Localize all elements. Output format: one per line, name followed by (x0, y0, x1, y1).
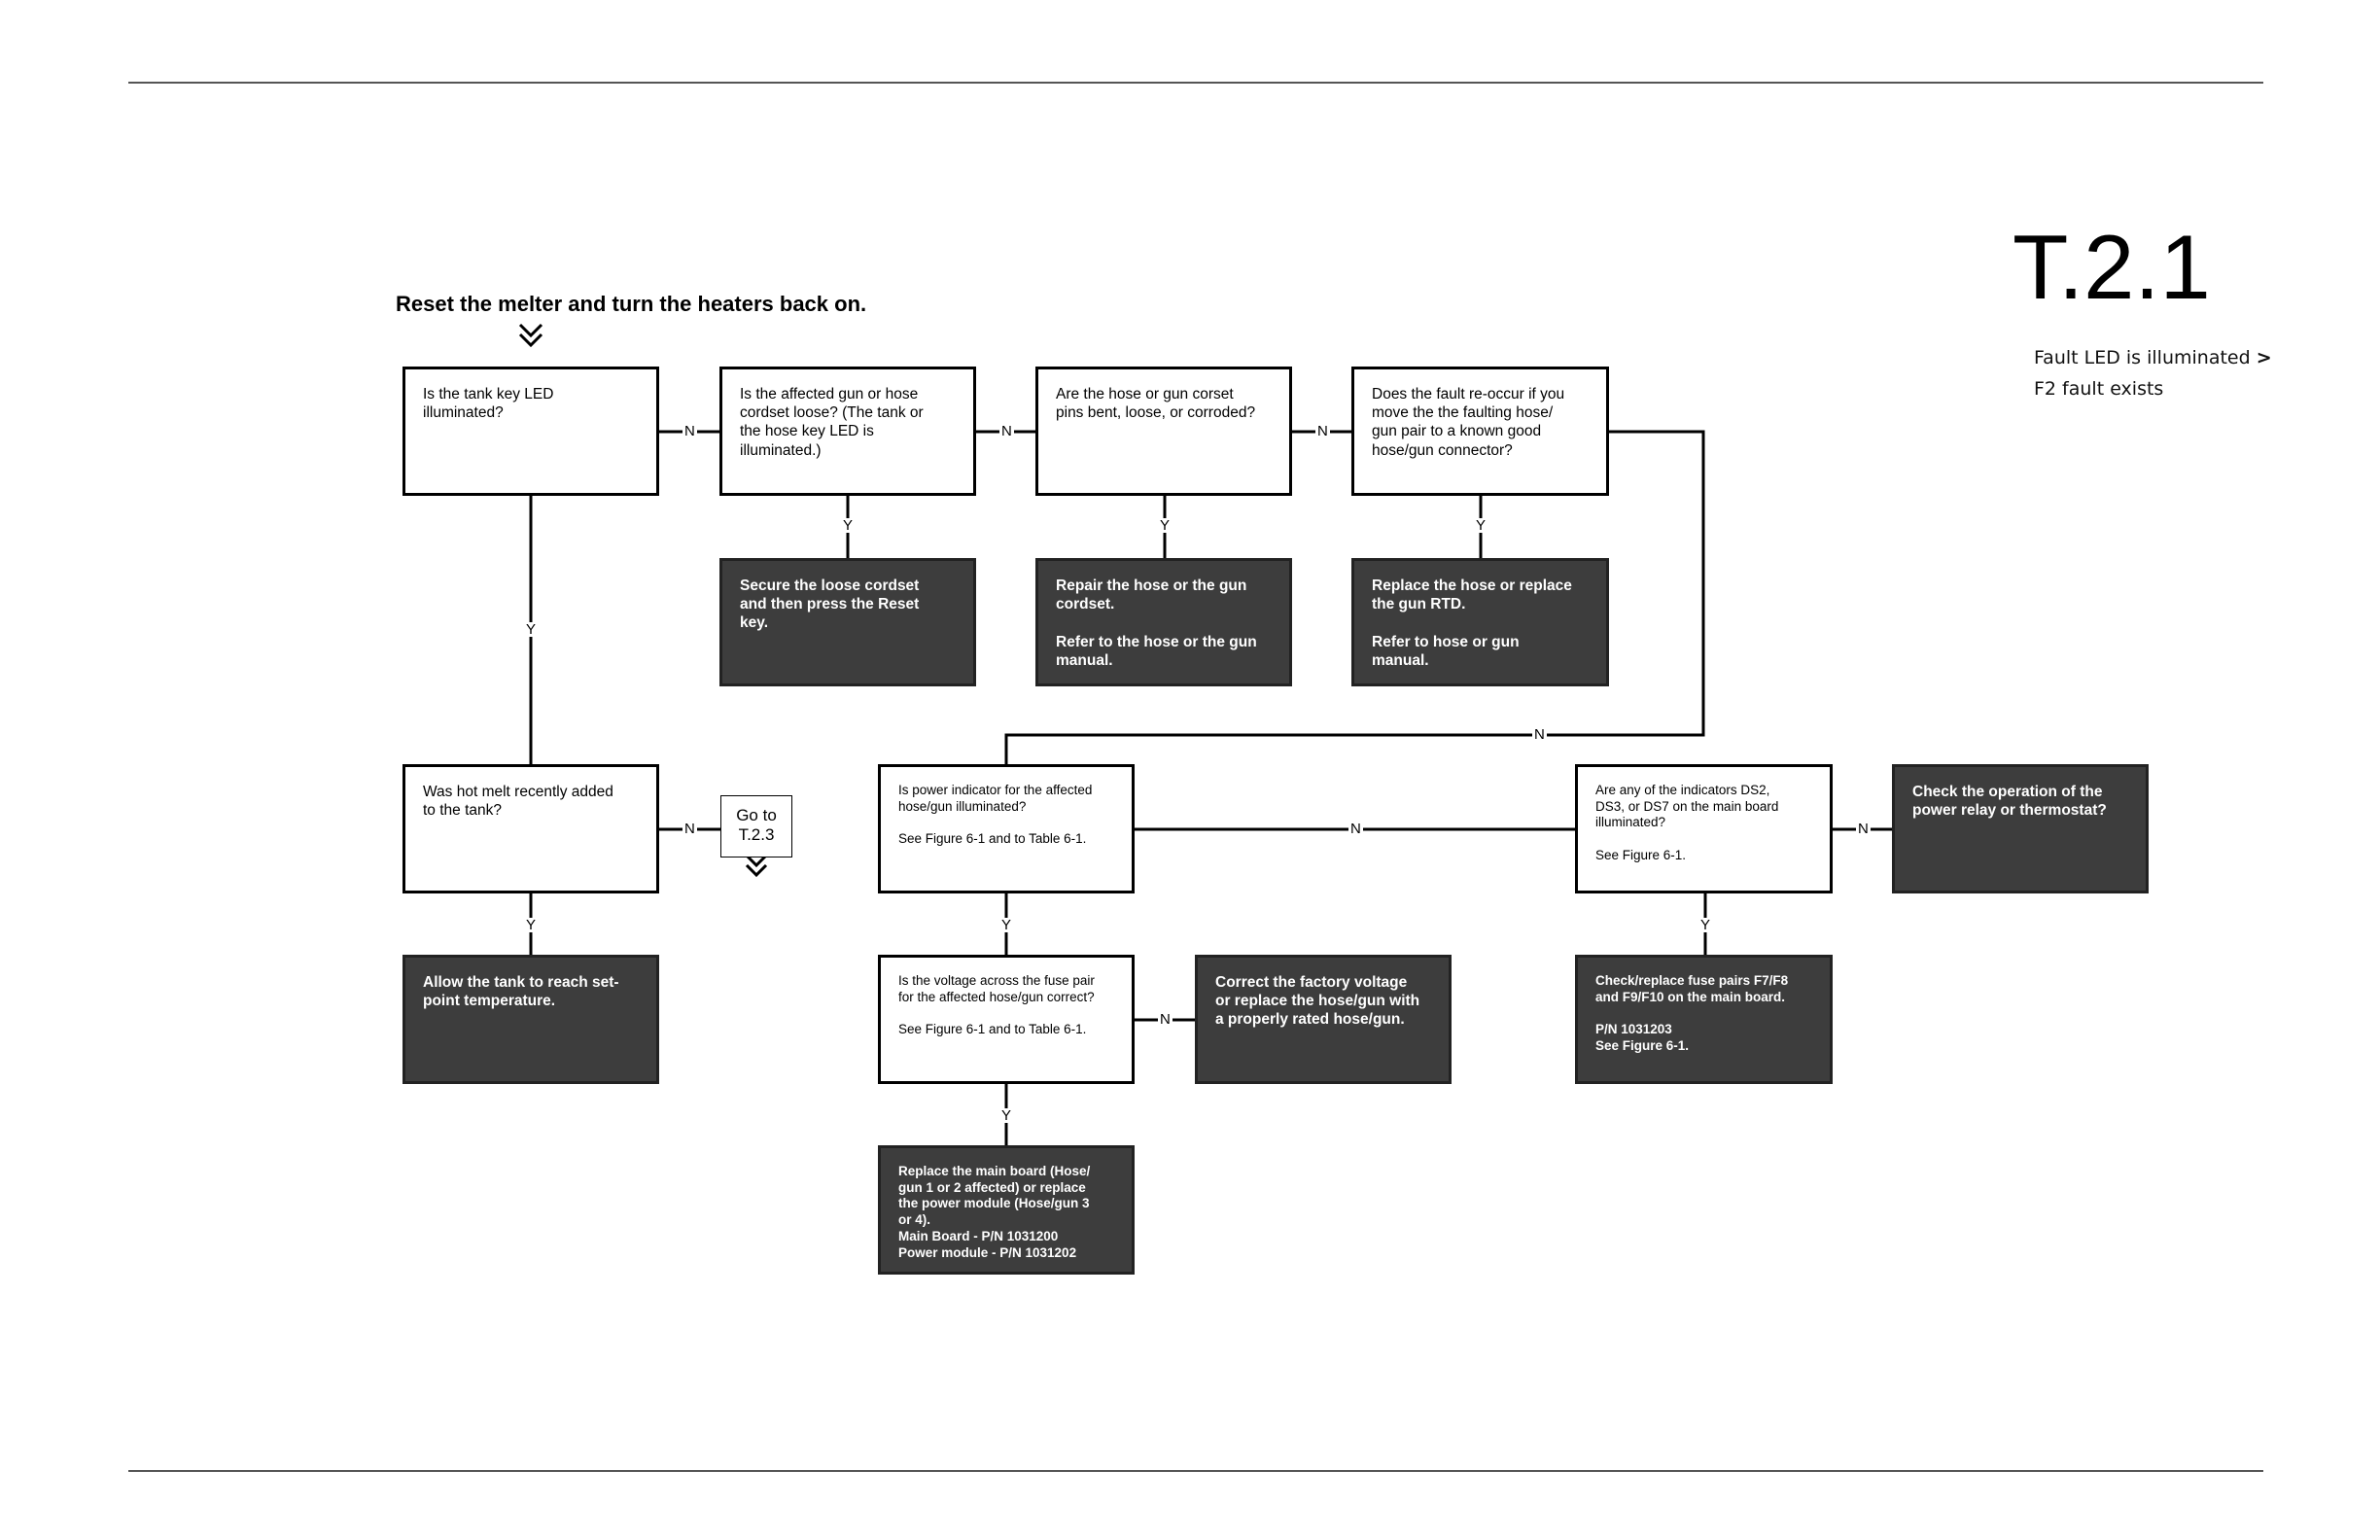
decision-fault-reoccur: Does the fault re-occur if you move the … (1351, 367, 1609, 496)
action-replace-main-board: Replace the main board (Hose/ gun 1 or 2… (878, 1145, 1135, 1275)
label-yes-4: Y (1474, 517, 1488, 534)
label-no-2: N (999, 423, 1014, 439)
decision-pins-bent: Are the hose or gun corset pins bent, lo… (1035, 367, 1292, 496)
label-yes-8: Y (999, 1107, 1014, 1124)
decision-power-indicator: Is power indicator for the affected hose… (878, 764, 1135, 893)
label-yes-5: Y (524, 917, 539, 933)
subtitle-line-1: Fault LED is illuminated (2034, 347, 2251, 368)
bottom-rule (128, 1470, 2263, 1472)
label-no-6: N (1348, 821, 1363, 837)
action-secure-cordset: Secure the loose cordset and then press … (719, 558, 976, 686)
label-no-5: N (682, 821, 697, 837)
label-no-4: N (1532, 726, 1547, 743)
goto-chevron-2 (745, 863, 768, 878)
action-correct-voltage: Correct the factory voltage or replace t… (1195, 955, 1452, 1084)
start-chevron-2 (518, 332, 543, 348)
start-chevron-1 (518, 323, 543, 338)
start-instruction: Reset the melter and turn the heaters ba… (396, 292, 867, 316)
goto-chevron-1 (745, 854, 768, 868)
page-subtitle: Fault LED is illuminated > F2 fault exis… (2034, 342, 2272, 404)
action-check-relay: Check the operation of the power relay o… (1892, 764, 2149, 893)
decision-voltage-fuse: Is the voltage across the fuse pair for … (878, 955, 1135, 1084)
label-no-1: N (682, 423, 697, 439)
page-title: T.2.1 (2012, 216, 2211, 318)
label-yes-6: Y (999, 917, 1014, 933)
label-yes-1: Y (524, 621, 539, 638)
action-allow-tank-temp: Allow the tank to reach set- point tempe… (402, 955, 659, 1084)
label-yes-2: Y (841, 517, 856, 534)
subtitle-line-2: F2 fault exists (2034, 378, 2164, 400)
decision-indicators-ds: Are any of the indicators DS2, DS3, or D… (1575, 764, 1833, 893)
subtitle-arrow: > (2256, 347, 2272, 368)
top-rule (128, 82, 2263, 84)
decision-tank-key-led: Is the tank key LED illuminated? (402, 367, 659, 496)
label-no-8: N (1158, 1011, 1172, 1028)
goto-t23-link[interactable]: Go to T.2.3 (720, 795, 792, 858)
label-yes-3: Y (1158, 517, 1172, 534)
action-replace-rtd: Replace the hose or replace the gun RTD.… (1351, 558, 1609, 686)
label-yes-7: Y (1698, 917, 1713, 933)
action-replace-fuses: Check/replace fuse pairs F7/F8 and F9/F1… (1575, 955, 1833, 1084)
label-no-7: N (1856, 821, 1871, 837)
action-repair-cordset: Repair the hose or the gun cordset. Refe… (1035, 558, 1292, 686)
label-no-3: N (1315, 423, 1330, 439)
decision-cordset-loose: Is the affected gun or hose cordset loos… (719, 367, 976, 496)
decision-hot-melt-added: Was hot melt recently added to the tank? (402, 764, 659, 893)
